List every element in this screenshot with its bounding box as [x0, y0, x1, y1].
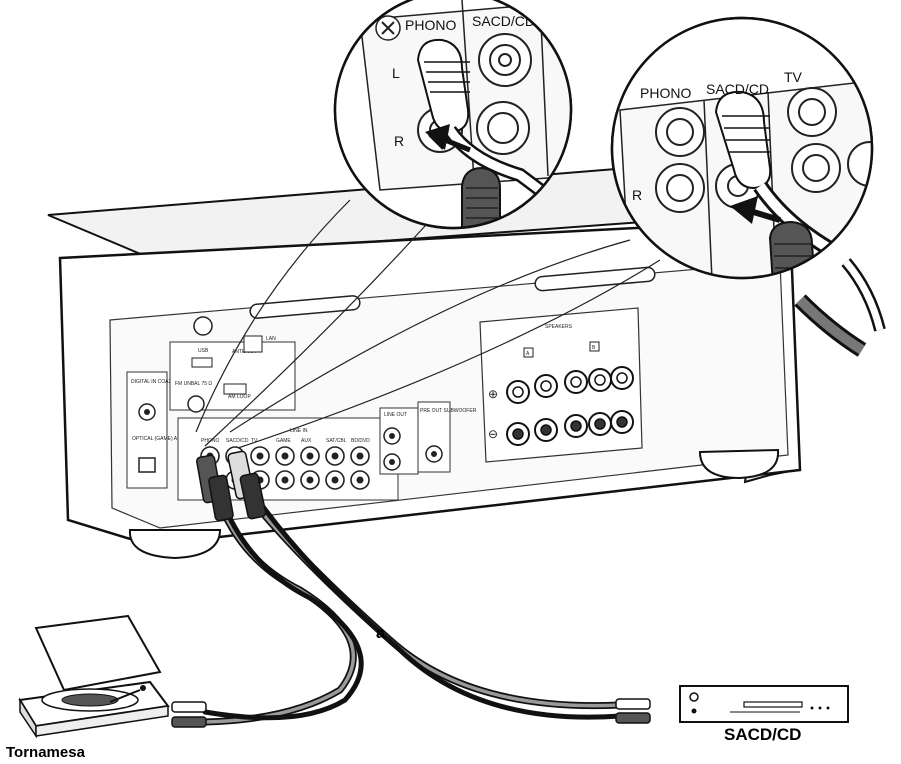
zoom-detail-phono: L R PHONO SACD/CD	[333, 0, 573, 230]
input-jack-center	[331, 452, 339, 460]
sacd-label: SACD/CD	[724, 725, 801, 744]
input-jack-center	[356, 452, 364, 460]
input-label-5: SAT/CBL	[326, 438, 347, 444]
cables	[201, 494, 624, 726]
speaker-terminal-center	[540, 424, 552, 436]
zoom-right-tv-label: TV	[784, 69, 803, 85]
fm-label: FM UNBAL 75 Ω	[175, 381, 212, 387]
turntable-device: Tornamesa	[6, 614, 207, 761]
speaker-terminal-center	[540, 380, 552, 392]
speaker-b-label: B	[592, 345, 596, 351]
input-label-4: AUX	[301, 438, 312, 444]
plus-label: ⊕	[488, 387, 498, 401]
speaker-terminal-center	[570, 376, 582, 388]
input-jack-center	[306, 476, 314, 484]
input-label-3: GAME	[276, 438, 291, 444]
am-label: AM LOOP	[228, 394, 251, 400]
speaker-terminal-center	[512, 386, 524, 398]
optical-jack[interactable]	[138, 457, 156, 473]
input-jack-center	[306, 452, 314, 460]
lan-label: LAN	[266, 336, 276, 342]
speaker-terminals	[506, 366, 634, 446]
speaker-terminal-center	[512, 428, 524, 440]
callout-lines	[195, 199, 661, 449]
input-label-1: SACD/CD	[226, 438, 249, 444]
optical-label: OPTICAL (GAME) ASSIGNABLE	[132, 436, 206, 442]
speaker-terminal-center	[594, 374, 606, 386]
receiver-plugs	[196, 450, 267, 522]
zoom-right-sacd-label: SACD/CD	[706, 81, 769, 97]
zoom-left-l-label: L	[392, 65, 400, 81]
fm-jack[interactable]	[187, 395, 205, 413]
line-in-label: LINE IN	[290, 428, 308, 434]
input-jack-center	[281, 452, 289, 460]
receiver-panel: DIGITAL IN COAXIAL (BD/DVD) ASSIGNABLE O…	[126, 307, 643, 501]
minus-label: ⊖	[488, 427, 498, 441]
usb-label: USB	[198, 348, 209, 354]
line-out-label: LINE OUT	[384, 412, 407, 418]
input-jack-center	[331, 476, 339, 484]
zoom-detail-sacd: PHONO SACD/CD TV R	[610, 16, 886, 357]
sacd-player-device: SACD/CD	[615, 685, 849, 744]
cable-label: a	[376, 625, 385, 642]
usb-port[interactable]	[191, 357, 213, 368]
input-jack-center	[281, 476, 289, 484]
speaker-terminal-center	[594, 418, 606, 430]
pre-out-label: PRE OUT SUBWOOFER	[420, 408, 477, 414]
zoom-left-sacd-label: SACD/CD	[472, 13, 535, 29]
zoom-left-r-label: R	[394, 133, 404, 149]
zoom-left-phono-label: PHONO	[405, 17, 456, 33]
input-jack-center	[356, 476, 364, 484]
speaker-terminal-center	[616, 372, 628, 384]
speaker-a-label: A	[526, 351, 530, 357]
input-jack-center	[256, 452, 264, 460]
speaker-terminal-center	[570, 420, 582, 432]
zoom-right-phono-label: PHONO	[640, 85, 691, 101]
lan-port[interactable]	[243, 335, 263, 353]
speaker-terminal-center	[616, 416, 628, 428]
input-label-2: TV	[251, 438, 258, 444]
turntable-label: Tornamesa	[6, 744, 86, 759]
zoom-right-r-label: R	[632, 187, 642, 203]
speakers-label: SPEAKERS	[545, 324, 573, 330]
input-label-6: BD/DVD	[351, 438, 370, 444]
